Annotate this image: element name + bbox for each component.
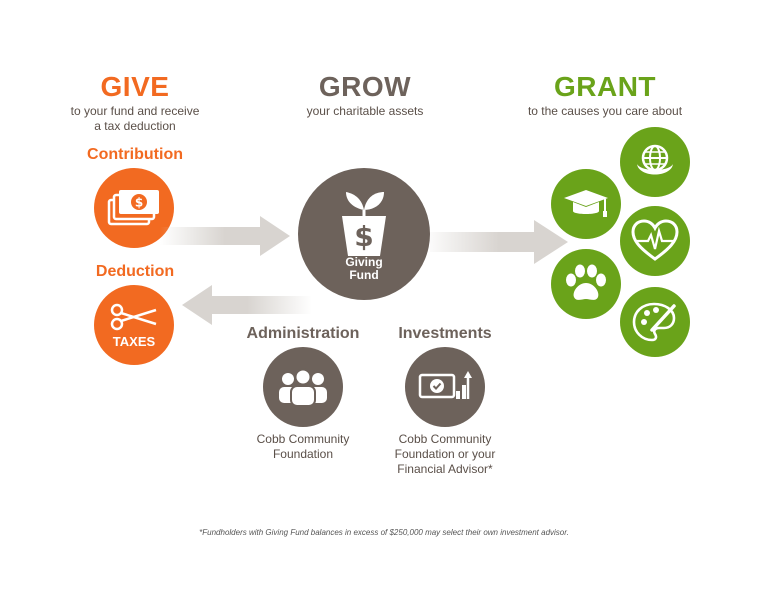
grow-subtitle: your charitable assets <box>306 104 424 118</box>
administration-label: Administration <box>246 325 360 342</box>
globe-icon <box>637 144 673 175</box>
graduation-cap-icon <box>564 190 608 217</box>
footnote: *Fundholders with Giving Fund balances i… <box>199 528 569 537</box>
arrow-left-deduction <box>182 285 312 325</box>
administration-caption: Cobb Community Foundation <box>218 432 388 462</box>
investments-caption-line1: Cobb Community <box>398 432 492 446</box>
contribution-circle: $ <box>94 168 174 248</box>
investments-caption: Cobb Community Foundation or your Financ… <box>360 432 530 477</box>
investments-caption-line3: Financial Advisor* <box>397 462 493 476</box>
investments-caption-line2: Foundation or your <box>394 447 496 461</box>
contribution-label: Contribution <box>87 146 183 163</box>
cause-education-circle <box>551 169 621 239</box>
paint-palette-icon <box>632 302 676 342</box>
administration-circle <box>263 347 343 427</box>
give-subtitle-line1: to your fund and receive <box>70 104 200 118</box>
paw-icon <box>566 264 606 300</box>
plant-pot-icon: $ <box>342 192 386 256</box>
give-title: GIVE <box>100 71 170 102</box>
grow-title: GROW <box>318 71 412 102</box>
investments-label: Investments <box>398 325 492 342</box>
scissors-icon <box>110 303 157 330</box>
giving-fund-line2: Fund <box>349 268 379 282</box>
administration-caption-line1: Cobb Community <box>256 432 350 446</box>
give-subtitle: to your fund and receive a tax deduction <box>40 104 230 134</box>
giving-fund-circle: $ Giving Fund <box>298 168 430 300</box>
administration-caption-line2: Foundation <box>272 447 334 461</box>
grant-title: GRANT <box>553 71 657 102</box>
svg-text:$: $ <box>135 196 143 210</box>
giving-fund-label: Giving Fund <box>345 256 382 282</box>
arrow-right-contribution <box>160 216 290 256</box>
money-growth-icon <box>418 371 472 399</box>
fund-dollar-symbol: $ <box>354 220 373 253</box>
arrow-right-grant <box>430 220 568 264</box>
cause-animals-circle <box>551 249 621 319</box>
people-group-icon <box>279 368 327 407</box>
taxes-text: TAXES <box>112 333 156 349</box>
giving-fund-line1: Giving <box>345 255 383 269</box>
cause-arts-circle <box>620 287 690 357</box>
investments-circle <box>405 347 485 427</box>
cause-health-circle <box>620 206 690 276</box>
cause-environment-circle <box>620 127 690 197</box>
money-stack-icon: $ <box>107 190 159 226</box>
deduction-label: Deduction <box>95 263 175 280</box>
deduction-circle: TAXES <box>94 285 174 365</box>
heart-icon <box>631 219 679 261</box>
give-subtitle-line2: a tax deduction <box>94 119 176 133</box>
grant-subtitle: to the causes you care about <box>527 104 683 118</box>
